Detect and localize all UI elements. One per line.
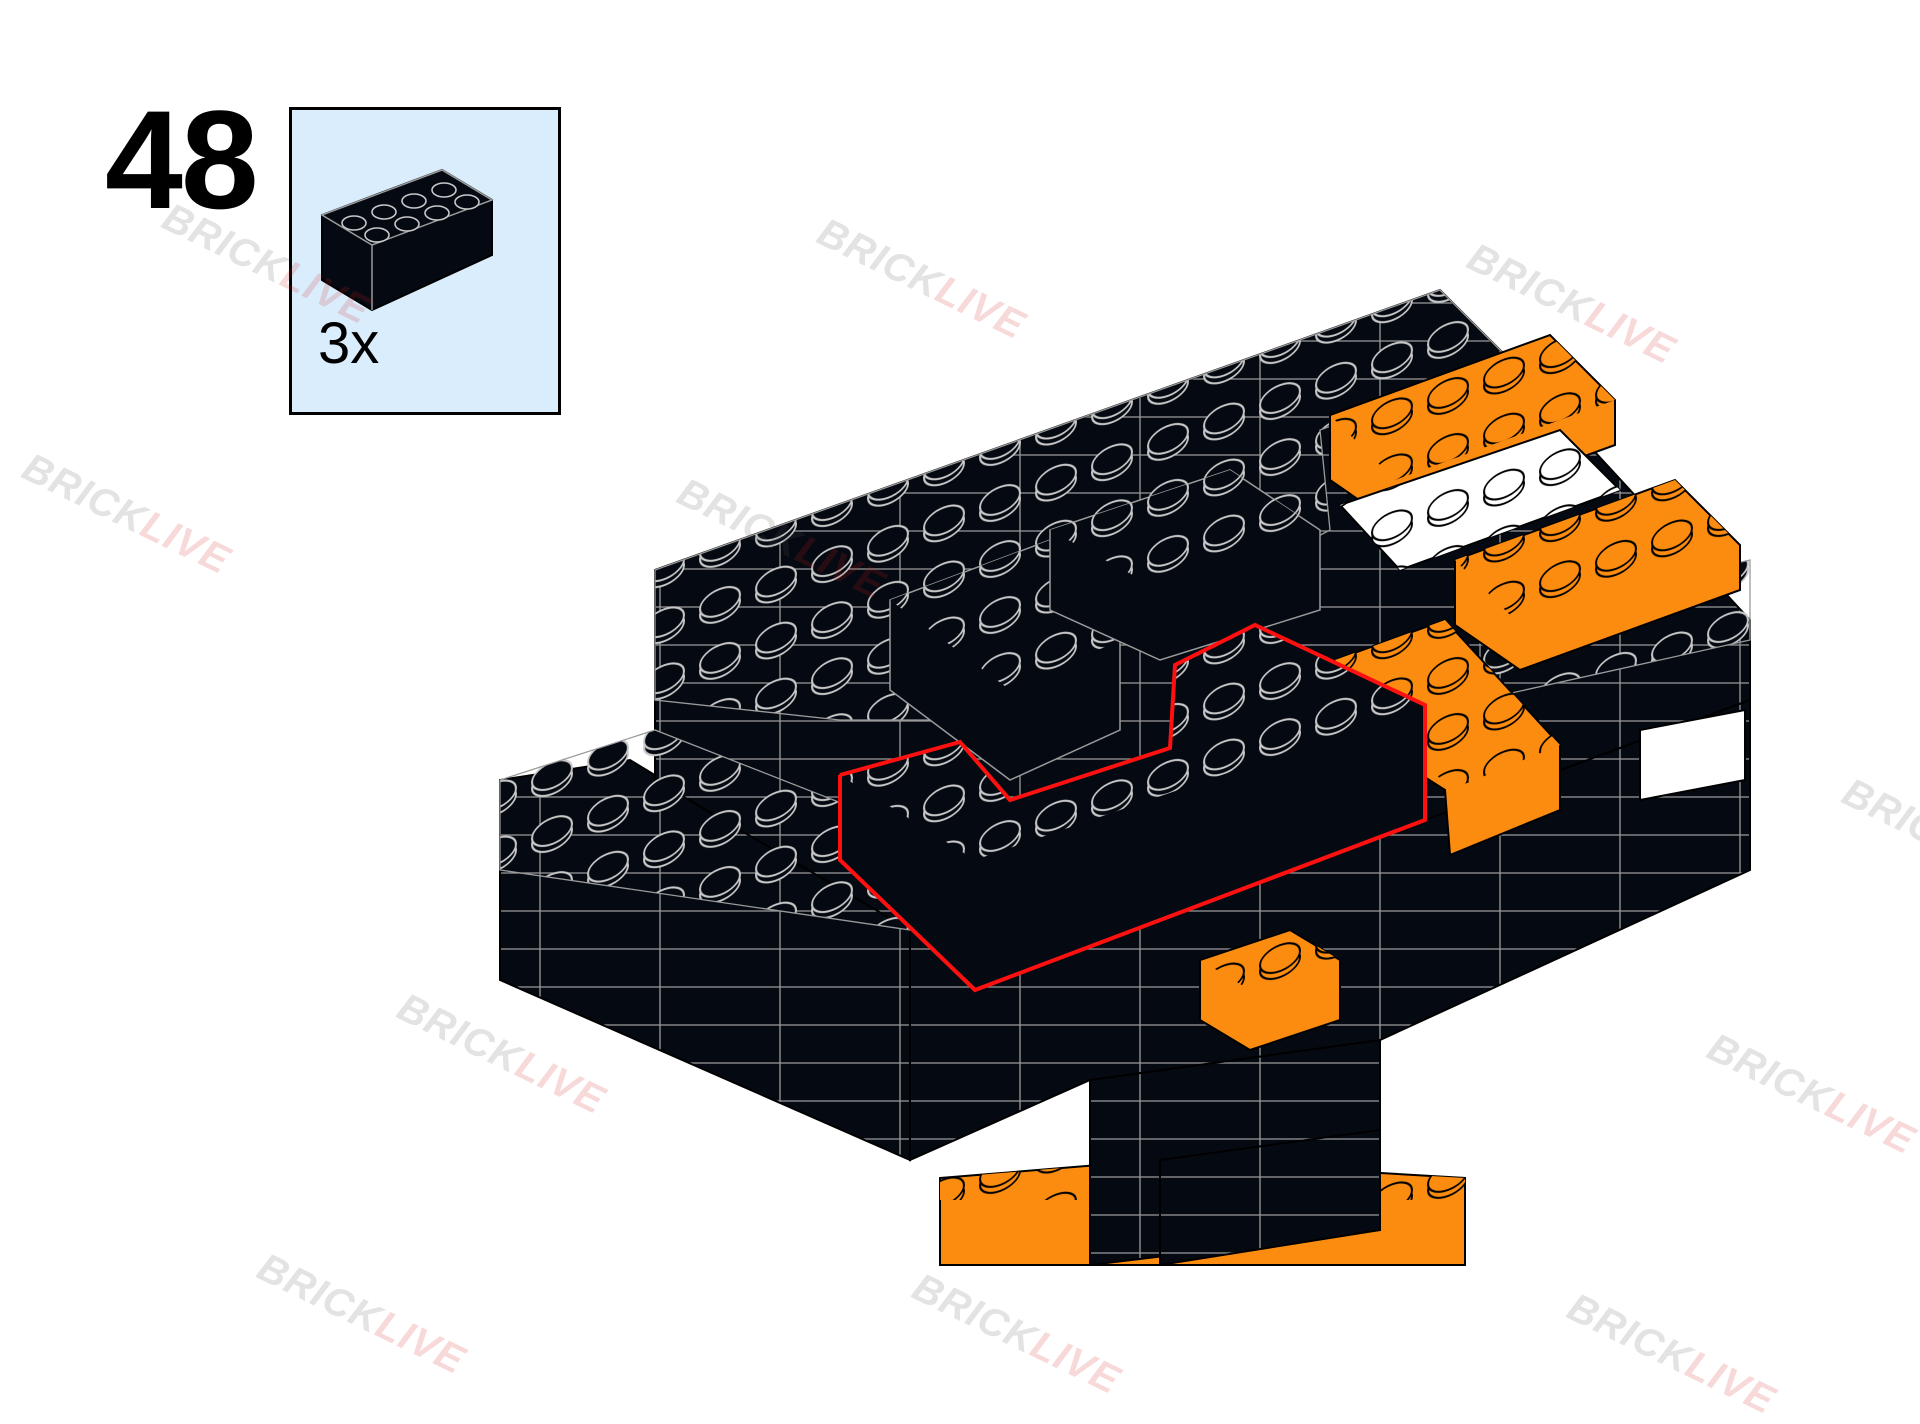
step-number: 48: [105, 81, 259, 238]
front-orange-brick: [1199, 928, 1341, 1052]
brick-2x4-black-icon: [320, 168, 494, 312]
new-bricks-highlight: [838, 622, 1427, 993]
neck-black-bricks: [1089, 1038, 1381, 1267]
model-illustration: [499, 288, 1751, 1267]
parts-list-box: 3x: [289, 107, 561, 415]
part-quantity: 3x: [318, 311, 380, 376]
instruction-page: 48 3x BRICKLIVE BRICKLIVE BRICKLIVE BRIC…: [15, 81, 1920, 1423]
highlight-outline: [838, 622, 1427, 993]
top-right-color-bricks: [1329, 333, 1741, 857]
